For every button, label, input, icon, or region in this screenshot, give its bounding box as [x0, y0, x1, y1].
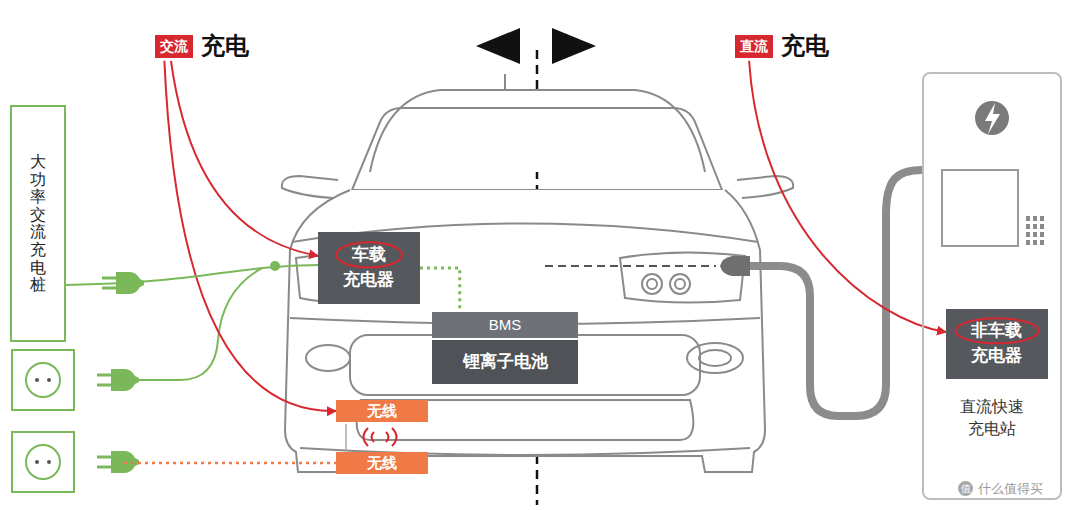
orange-dotted-line	[124, 462, 336, 465]
battery-box: BMS锂离子电池	[432, 312, 578, 384]
node-text: 直流快速 充电站	[957, 396, 1027, 441]
connector	[66, 265, 318, 285]
car-plug	[720, 256, 750, 276]
dc-internal-line	[545, 265, 716, 267]
keypad	[1026, 216, 1044, 245]
connector	[749, 61, 946, 332]
node-text: 锂离子电池	[432, 340, 578, 384]
dc-title-tag: 直流充电	[735, 32, 829, 61]
watermark-text: 什么值得买	[978, 480, 1043, 498]
connector	[164, 61, 336, 411]
highlight-ring	[946, 309, 1048, 379]
watermark-logo: 值	[958, 481, 973, 496]
connector	[420, 268, 460, 312]
offboard-charger: 非车载 充电器	[946, 309, 1048, 379]
car-outline	[282, 74, 793, 472]
node-text: 充电	[781, 32, 829, 61]
node-text: 大功率交流充电桩	[30, 153, 46, 294]
node-text: 无线	[346, 402, 418, 420]
node-text: 充电	[201, 32, 249, 61]
wireless-box: 无线	[336, 452, 428, 474]
ac-title-tag: 交流充电	[155, 32, 249, 61]
dc-station: 直流快速 充电站 非车载 充电器	[922, 72, 1062, 500]
node-text: BMS	[432, 312, 578, 340]
bolt-icon	[985, 103, 1000, 134]
wall-socket	[12, 350, 74, 492]
node-text: 非车载 充电器	[968, 319, 1026, 368]
green-cord	[123, 268, 262, 380]
station-screen	[942, 170, 1018, 246]
node-text: 交流	[155, 35, 193, 58]
right-arrow	[552, 28, 596, 64]
ac-charging-pile: 大功率交流充电桩	[10, 105, 66, 342]
left-arrow	[476, 28, 520, 64]
bolt-icon	[975, 101, 1009, 135]
connector	[171, 61, 318, 256]
wireless-symbol	[346, 424, 397, 450]
onboard-charger: 车载 充电器	[318, 232, 420, 304]
node-text: 直流	[735, 35, 773, 58]
highlight-ring	[318, 232, 420, 304]
wireless-box: 无线	[336, 400, 428, 422]
charging-cable	[748, 170, 922, 416]
node-text: 无线	[346, 454, 418, 472]
node-text: 车载 充电器	[340, 243, 398, 292]
